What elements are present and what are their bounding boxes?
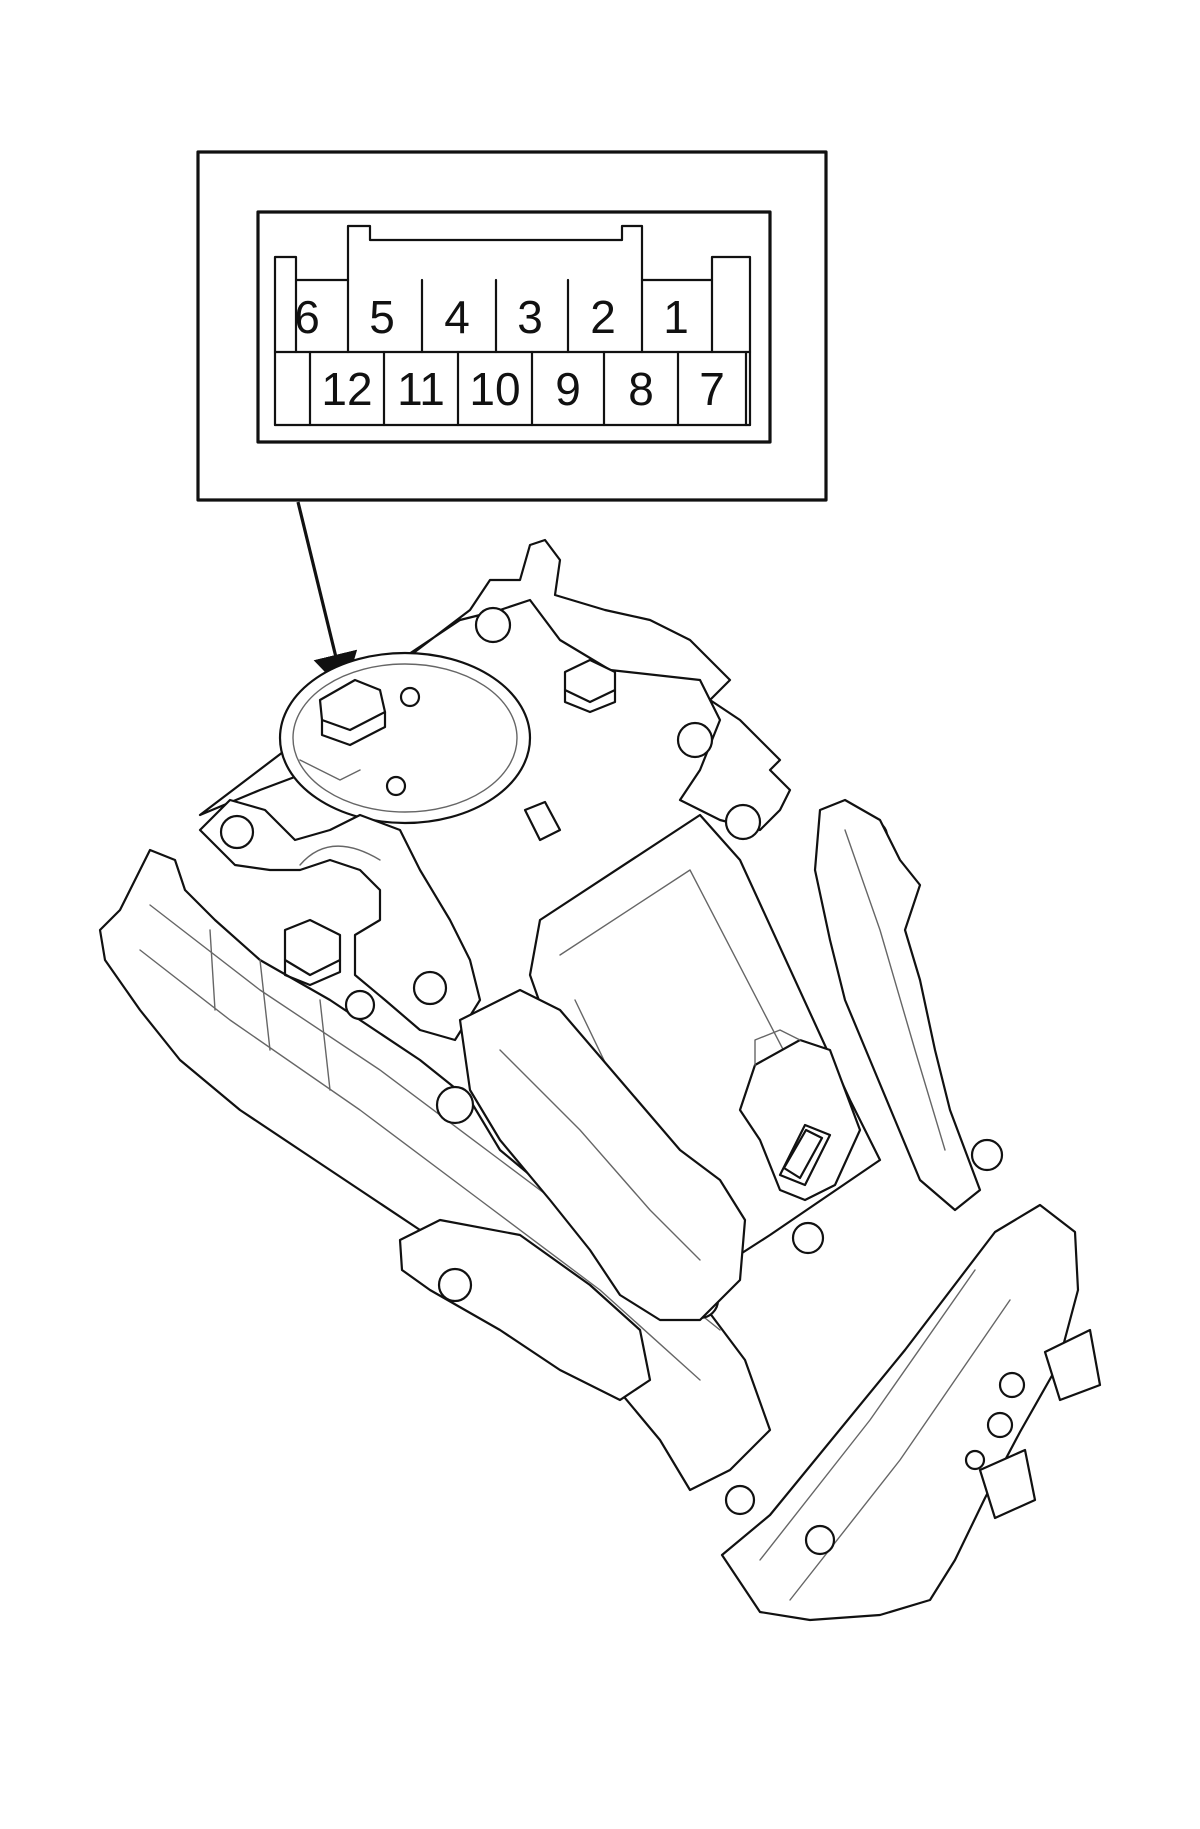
connector-housing-left: [273, 255, 350, 427]
connector-housing-right: [640, 255, 752, 427]
pin-12-label: 12: [321, 363, 372, 415]
callout-frame: [196, 150, 828, 502]
steering-column-switch-assembly: [98, 538, 1102, 1622]
pin-6-label: 6: [294, 291, 320, 343]
right-bracket: [813, 798, 982, 1212]
clockspring-ring: [278, 651, 532, 825]
pin-11-label: 11: [397, 363, 445, 415]
connector-callout: 6 5 4 3 2 1 12 11 10 9 8 7: [196, 150, 828, 502]
right-lever-body: [720, 1203, 1080, 1622]
pin-9-label: 9: [555, 363, 581, 415]
lever-end-knob: [1043, 1328, 1102, 1402]
pin-1-label: 1: [663, 291, 689, 343]
pin-2-label: 2: [590, 291, 616, 343]
pin-8-label: 8: [628, 363, 654, 415]
pin-4-label: 4: [444, 291, 470, 343]
lever-tip: [978, 1448, 1037, 1520]
pin-7-label: 7: [699, 363, 725, 415]
switch-tab-left: [283, 918, 342, 977]
pin-3-label: 3: [517, 291, 543, 343]
pin-5-label: 5: [369, 291, 395, 343]
connector-face: [256, 210, 772, 444]
left-lever-block: [398, 1218, 652, 1402]
switch-slot: [523, 800, 562, 842]
connector-latch: [346, 224, 644, 282]
pin-10-label: 10: [469, 363, 520, 415]
mounting-arm-left: [198, 798, 482, 1042]
leader-arrow: [296, 501, 358, 693]
center-connector-socket: [738, 1038, 862, 1202]
